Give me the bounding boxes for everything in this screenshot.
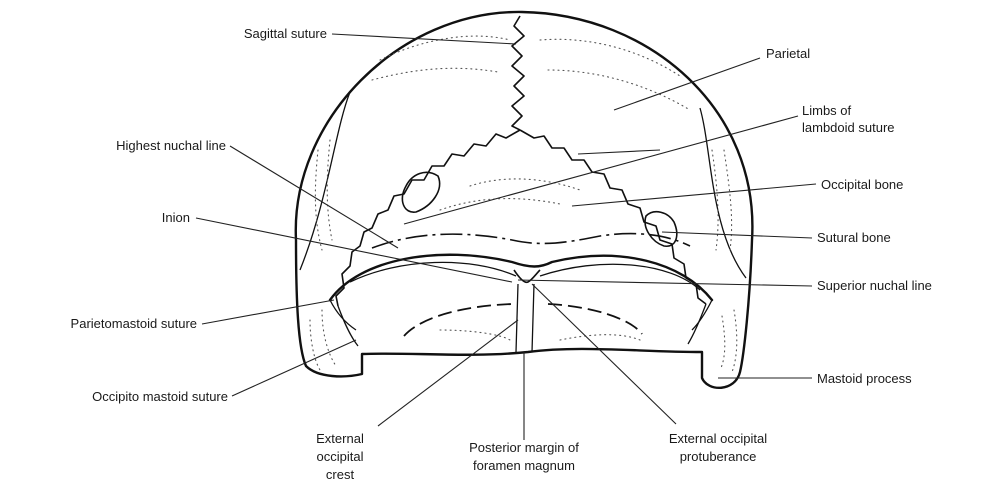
leader-parietomastoid <box>202 300 334 324</box>
leader-parietal <box>614 58 760 110</box>
leader-ext-prot <box>532 284 676 424</box>
label-ext-protuberance-1: External occipital <box>669 431 767 446</box>
left-temporal-line <box>300 92 350 270</box>
external-occipital-crest <box>516 284 534 352</box>
label-external-crest-3: crest <box>326 467 355 482</box>
label-mastoid-process: Mastoid process <box>817 371 912 386</box>
parietomastoid-suture-left <box>330 300 356 330</box>
inferior-nuchal-line <box>404 304 642 336</box>
leader-superior-nuchal <box>518 280 812 286</box>
skull-outline <box>296 12 753 388</box>
label-highest-nuchal-line: Highest nuchal line <box>116 138 226 153</box>
lambdoid-suture-left <box>336 130 520 306</box>
label-inion: Inion <box>162 210 190 225</box>
sagittal-suture <box>512 16 524 130</box>
label-posterior-margin-1: Posterior margin of <box>469 440 579 455</box>
label-external-crest-2: occipital <box>317 449 364 464</box>
label-superior-nuchal-line: Superior nuchal line <box>817 278 932 293</box>
label-posterior-margin-2: foramen magnum <box>473 458 575 473</box>
leader-occipital-bone <box>572 184 816 206</box>
squama-inner-curve <box>330 255 712 300</box>
label-external-crest-1: External <box>316 431 364 446</box>
leader-limbs-2 <box>578 150 660 154</box>
leader-highest-nuchal <box>230 146 398 248</box>
sutural-bone-left <box>402 172 439 212</box>
label-sutural-bone: Sutural bone <box>817 230 891 245</box>
leader-inion <box>196 218 512 282</box>
label-sagittal-suture: Sagittal suture <box>244 26 327 41</box>
leader-ext-crest <box>378 320 518 426</box>
superior-nuchal-line <box>350 262 516 282</box>
superior-nuchal-line-right <box>540 264 700 290</box>
leader-limbs <box>404 116 798 224</box>
label-parietal: Parietal <box>766 46 810 61</box>
label-limbs-of: Limbs of <box>802 103 852 118</box>
lambdoid-suture-right <box>520 130 706 304</box>
leader-occipitomastoid <box>232 340 356 396</box>
label-occipito-mastoid-suture: Occipito mastoid suture <box>92 389 228 404</box>
leader-sutural-bone <box>662 232 812 238</box>
label-ext-protuberance-2: protuberance <box>680 449 757 464</box>
leader-lines <box>196 34 816 440</box>
right-temporal-line <box>700 108 746 278</box>
label-parietomastoid-suture: Parietomastoid suture <box>71 316 197 331</box>
label-occipital-bone: Occipital bone <box>821 177 903 192</box>
label-lambdoid-suture: lambdoid suture <box>802 120 895 135</box>
highest-nuchal-line <box>372 234 690 248</box>
stipple-texture <box>310 36 737 372</box>
